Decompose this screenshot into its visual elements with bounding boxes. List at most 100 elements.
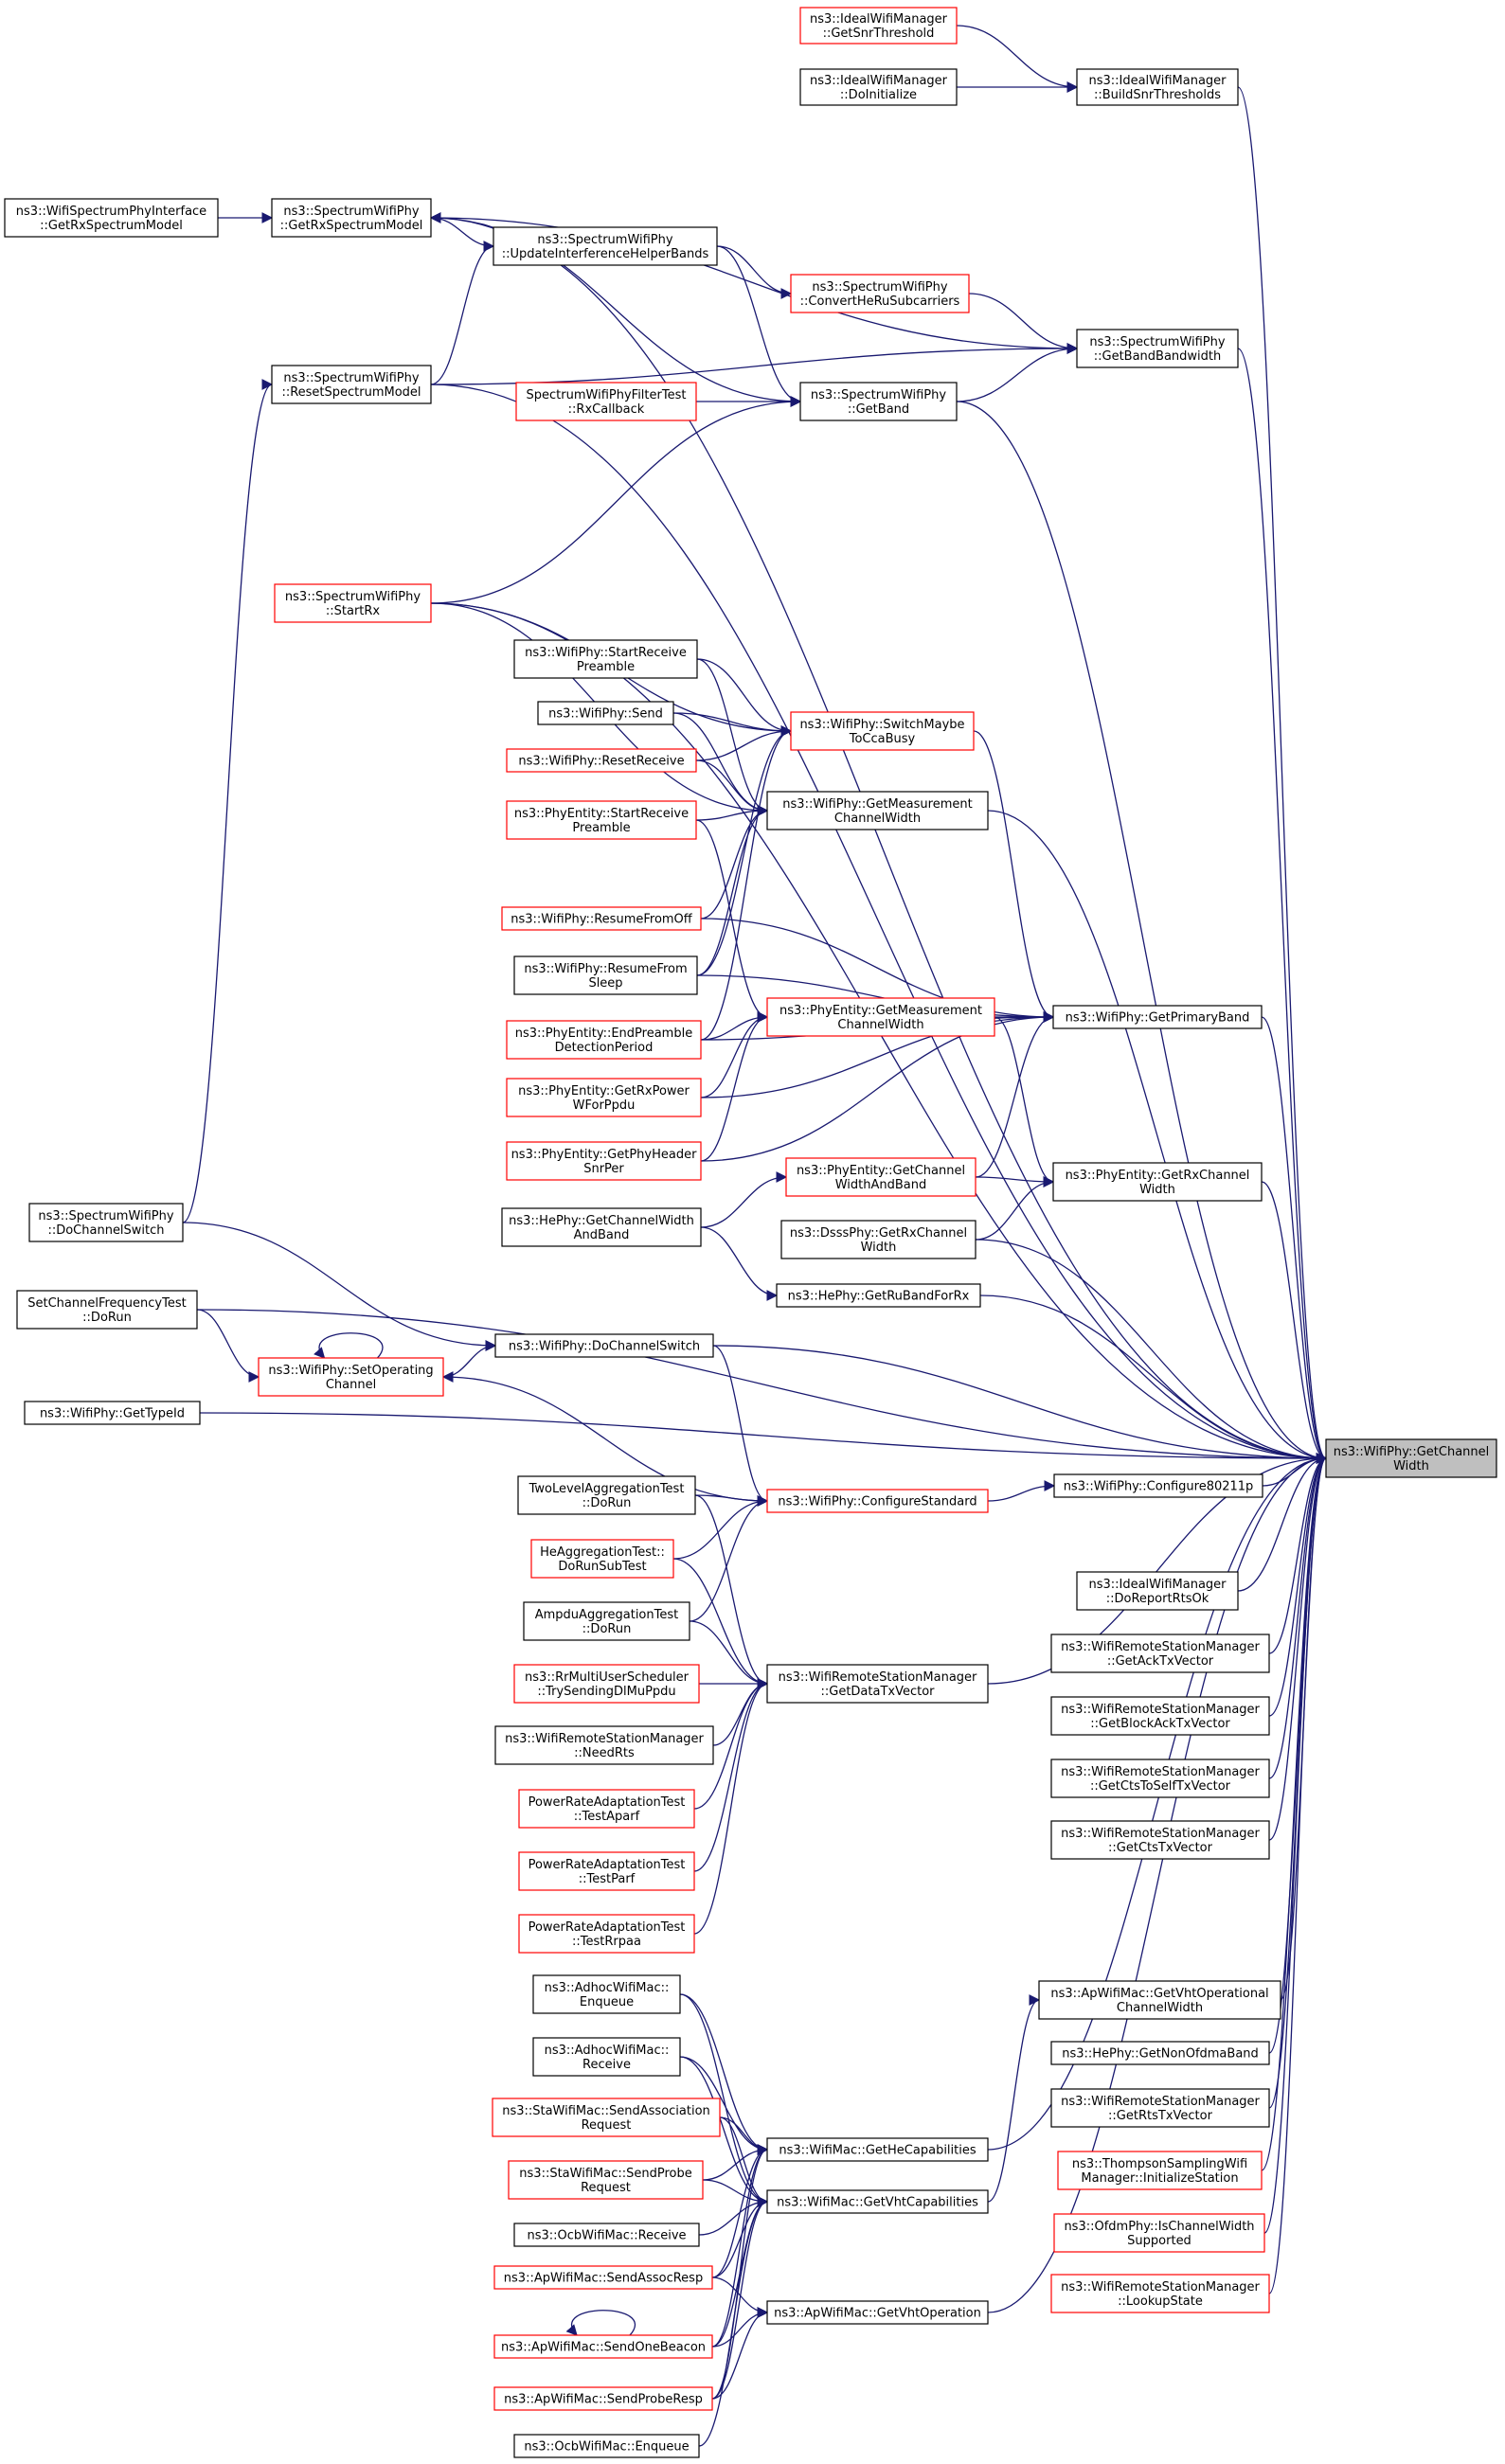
node-box [530,1539,674,1579]
node-configure-standard[interactable]: ns3::WifiPhy::ConfigureStandard [766,1489,989,1513]
node-label-line: ns3::PhyEntity::GetChannel [797,1164,965,1178]
node-do-report-rts-ok[interactable]: ns3::IdealWifiManager::DoReportRtsOk [1076,1571,1239,1611]
node-build-snr-thresholds[interactable]: ns3::IdealWifiManager::BuildSnrThreshold… [1076,68,1239,106]
node-box [506,748,697,773]
node-phy-entity-get-measurement-channel-width[interactable]: ns3::PhyEntity::GetMeasurementChannelWid… [766,997,995,1037]
node-test-parf[interactable]: PowerRateAdaptationTest::TestParf [518,1851,695,1891]
node-need-rts[interactable]: ns3::WifiRemoteStationManager::NeedRts [494,1725,714,1765]
node-label-line: ns3::HePhy::GetNonOfdmaBand [1062,2047,1259,2062]
node-get-vht-operation[interactable]: ns3::ApWifiMac::GetVhtOperation [766,2300,989,2325]
edge-wifi-get-measurement-channel-width-from-resume-from-sleep [696,805,769,976]
node-lookup-state[interactable]: ns3::WifiRemoteStationManager::LookupSta… [1050,2274,1270,2313]
node-label-line: SetChannelFrequencyTest [27,1296,186,1311]
node-get-band-bandwidth[interactable]: ns3::SpectrumWifiPhy::GetBandBandwidth [1076,329,1239,368]
node-reset-spectrum-model[interactable]: ns3::SpectrumWifiPhy::ResetSpectrumModel [271,365,432,404]
node-box [799,382,958,421]
node-box [513,1664,700,1704]
node-label-line: ns3::SpectrumWifiPhy [812,280,947,295]
node-he-aggregation-test[interactable]: HeAggregationTest::DoRunSubTest [530,1539,674,1579]
node-box [785,1157,976,1197]
edge-get-band-bandwidth-from-get-band [956,343,1079,402]
node-resume-from-off[interactable]: ns3::WifiPhy::ResumeFromOff [501,906,702,931]
node-label-line: ToCcaBusy [849,732,916,746]
node-get-snr-threshold[interactable]: ns3::IdealWifiManager::GetSnrThreshold [799,7,958,45]
node-label-line: ns3::SpectrumWifiPhy [283,205,419,219]
node-get-type-id[interactable]: ns3::WifiPhy::GetTypeId [24,1401,201,1425]
node-ocb-receive[interactable]: ns3::OcbWifiMac::Receive [513,2223,700,2247]
node-label-line: AmpduAggregationTest [535,1608,678,1622]
node-label-line: ns3::ApWifiMac::SendOneBeacon [501,2341,706,2355]
node-label-line: ns3::ApWifiMac::GetVhtOperational [1050,1987,1268,2001]
node-adhoc-enqueue[interactable]: ns3::AdhocWifiMac::Enqueue [532,1974,681,2014]
node-spectrum-start-rx[interactable]: ns3::SpectrumWifiPhy::StartRx [274,583,432,623]
node-update-interference-helper-bands[interactable]: ns3::SpectrumWifiPhy::UpdateInterference… [493,226,718,266]
node-send-assoc-resp[interactable]: ns3::ApWifiMac::SendAssocResp [493,2265,713,2290]
node-box [766,1489,989,1513]
node-set-channel-frequency-test-do-run[interactable]: SetChannelFrequencyTest::DoRun [16,1290,198,1330]
node-wifi-send[interactable]: ns3::WifiPhy::Send [537,701,674,725]
node-get-cts-tx-vector[interactable]: ns3::WifiRemoteStationManager::GetCtsTxV… [1050,1820,1270,1860]
node-rx-callback[interactable]: SpectrumWifiPhyFilterTest::RxCallback [515,382,697,421]
node-iface-get-rx-spectrum-model[interactable]: ns3::WifiSpectrumPhyInterface::GetRxSpec… [4,198,219,238]
node-label-line: Receive [582,2058,631,2072]
node-box [1325,1438,1497,1478]
node-get-ack-tx-vector[interactable]: ns3::WifiRemoteStationManager::GetAckTxV… [1050,1634,1270,1673]
node-send-one-beacon[interactable]: ns3::ApWifiMac::SendOneBeacon [493,2334,713,2359]
node-label-line: Preamble [577,660,635,674]
node-send-probe-resp[interactable]: ns3::ApWifiMac::SendProbeResp [493,2386,713,2411]
node-ampdu-aggregation-test[interactable]: AmpduAggregationTest::DoRun [523,1601,690,1641]
node-ocb-enqueue[interactable]: ns3::OcbWifiMac::Enqueue [513,2434,700,2458]
node-convert-he-ru-subcarriers[interactable]: ns3::SpectrumWifiPhy::ConvertHeRuSubcarr… [790,274,970,313]
node-get-cts-to-self-tx-vector[interactable]: ns3::WifiRemoteStationManager::GetCtsToS… [1050,1759,1270,1798]
node-box [258,1357,444,1397]
node-get-rx-spectrum-model[interactable]: ns3::SpectrumWifiPhy::GetRxSpectrumModel [271,198,432,238]
node-box [532,1974,681,2014]
node-label-line: ns3::WifiRemoteStationManager [1061,1640,1260,1654]
node-initialize-station[interactable]: ns3::ThompsonSamplingWifiManager::Initia… [1057,2151,1263,2190]
node-get-data-tx-vector[interactable]: ns3::WifiRemoteStationManager::GetDataTx… [766,1664,989,1704]
node-adhoc-receive[interactable]: ns3::AdhocWifiMac::Receive [532,2037,681,2077]
node-get-block-ack-tx-vector[interactable]: ns3::WifiRemoteStationManager::GetBlockA… [1050,1696,1270,1736]
node-label-line: ns3::IdealWifiManager [810,74,948,88]
edge-get-vht-capabilities-from-send-association-request [719,2116,769,2207]
node-reset-receive[interactable]: ns3::WifiPhy::ResetReceive [506,748,697,773]
node-get-rts-tx-vector[interactable]: ns3::WifiRemoteStationManager::GetRtsTxV… [1050,2088,1270,2128]
node-spectrum-do-channel-switch[interactable]: ns3::SpectrumWifiPhy::DoChannelSwitch [28,1203,184,1242]
node-test-aparf[interactable]: PowerRateAdaptationTest::TestAparf [518,1789,695,1829]
node-try-sending-dl-mu-ppdu[interactable]: ns3::RrMultiUserScheduler::TrySendingDlM… [513,1664,700,1704]
edge-get-channel-width-from-get-band-bandwidth [1237,348,1328,1464]
node-get-he-capabilities[interactable]: ns3::WifiMac::GetHeCapabilities [766,2137,989,2162]
node-label-line: ns3::ApWifiMac::SendAssocResp [504,2272,703,2286]
node-wifi-do-channel-switch[interactable]: ns3::WifiPhy::DoChannelSwitch [494,1333,714,1358]
node-get-primary-band[interactable]: ns3::WifiPhy::GetPrimaryBand [1052,1005,1263,1029]
node-get-ru-band-for-rx[interactable]: ns3::HePhy::GetRuBandForRx [776,1283,981,1308]
node-get-vht-operational-channel-width[interactable]: ns3::ApWifiMac::GetVhtOperationalChannel… [1038,1980,1281,2020]
node-configure80211p[interactable]: ns3::WifiPhy::Configure80211p [1053,1473,1263,1498]
node-get-band[interactable]: ns3::SpectrumWifiPhy::GetBand [799,382,958,421]
node-test-rrpaa[interactable]: PowerRateAdaptationTest::TestRrpaa [518,1914,695,1954]
node-ideal-do-initialize[interactable]: ns3::IdealWifiManager::DoInitialize [799,68,958,106]
node-two-level-aggregation-test[interactable]: TwoLevelAggregationTest::DoRun [517,1475,696,1515]
edge-get-channel-width-from-get-band [956,401,1328,1464]
node-get-vht-capabilities[interactable]: ns3::WifiMac::GetVhtCapabilities [766,2189,989,2214]
node-end-preamble-detection-period[interactable]: ns3::PhyEntity::EndPreambleDetectionPeri… [506,1020,702,1060]
node-get-non-ofdma-band[interactable]: ns3::HePhy::GetNonOfdmaBand [1050,2041,1270,2065]
node-label-line: ChannelWidth [834,812,921,826]
node-box [16,1290,198,1330]
edge-convert-he-ru-subcarriers-from-update-interference-helper-bands [716,245,793,299]
